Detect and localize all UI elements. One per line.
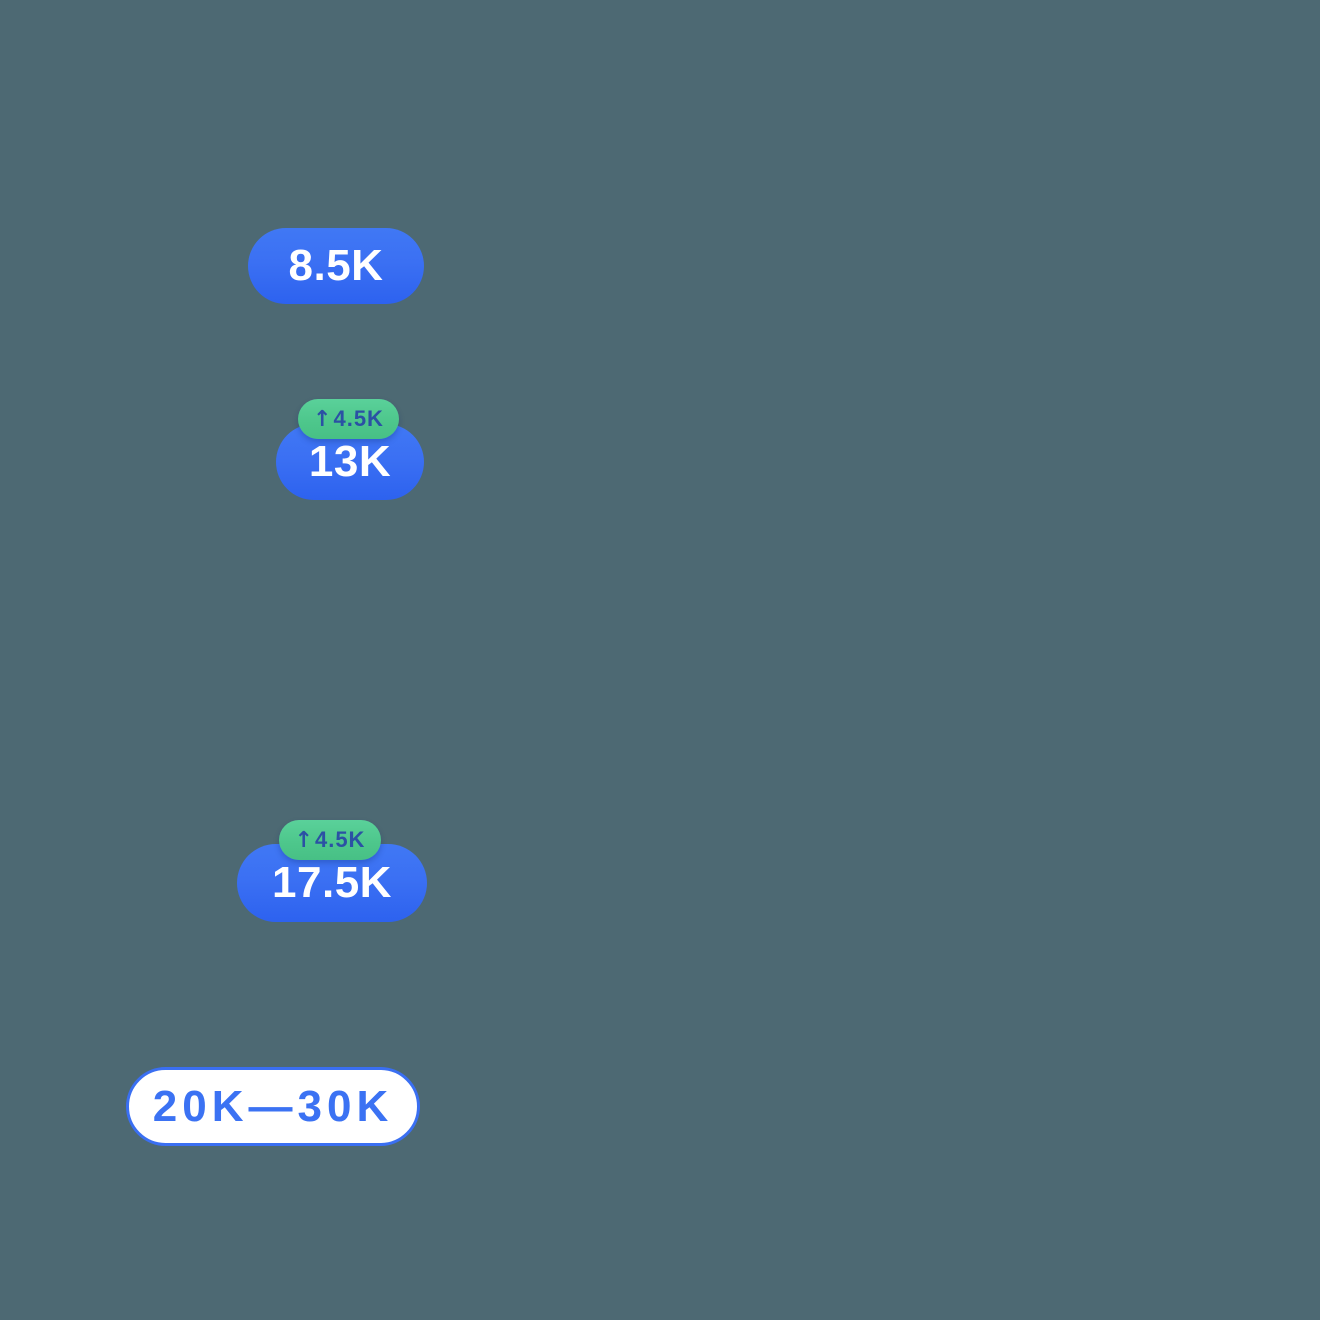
metric-value: 8.5K [288,241,384,290]
up-arrow-icon: ↑ [313,406,333,432]
delta-badge-13k: ↑ 4.5K [298,399,399,439]
metric-pill-8-5k[interactable]: 8.5K [248,228,424,304]
metric-pill-17-5k[interactable]: 17.5K [237,844,427,922]
metric-value: 17.5K [272,858,392,907]
range-value: 20K—30K [152,1081,394,1131]
up-arrow-icon: ↑ [294,827,314,853]
delta-badge-17-5k: ↑ 4.5K [279,820,381,860]
range-pill-20k-30k[interactable]: 20K—30K [126,1067,420,1146]
metric-value: 13K [308,437,392,486]
delta-value: 4.5K [314,827,366,852]
delta-value: 4.5K [333,406,384,431]
